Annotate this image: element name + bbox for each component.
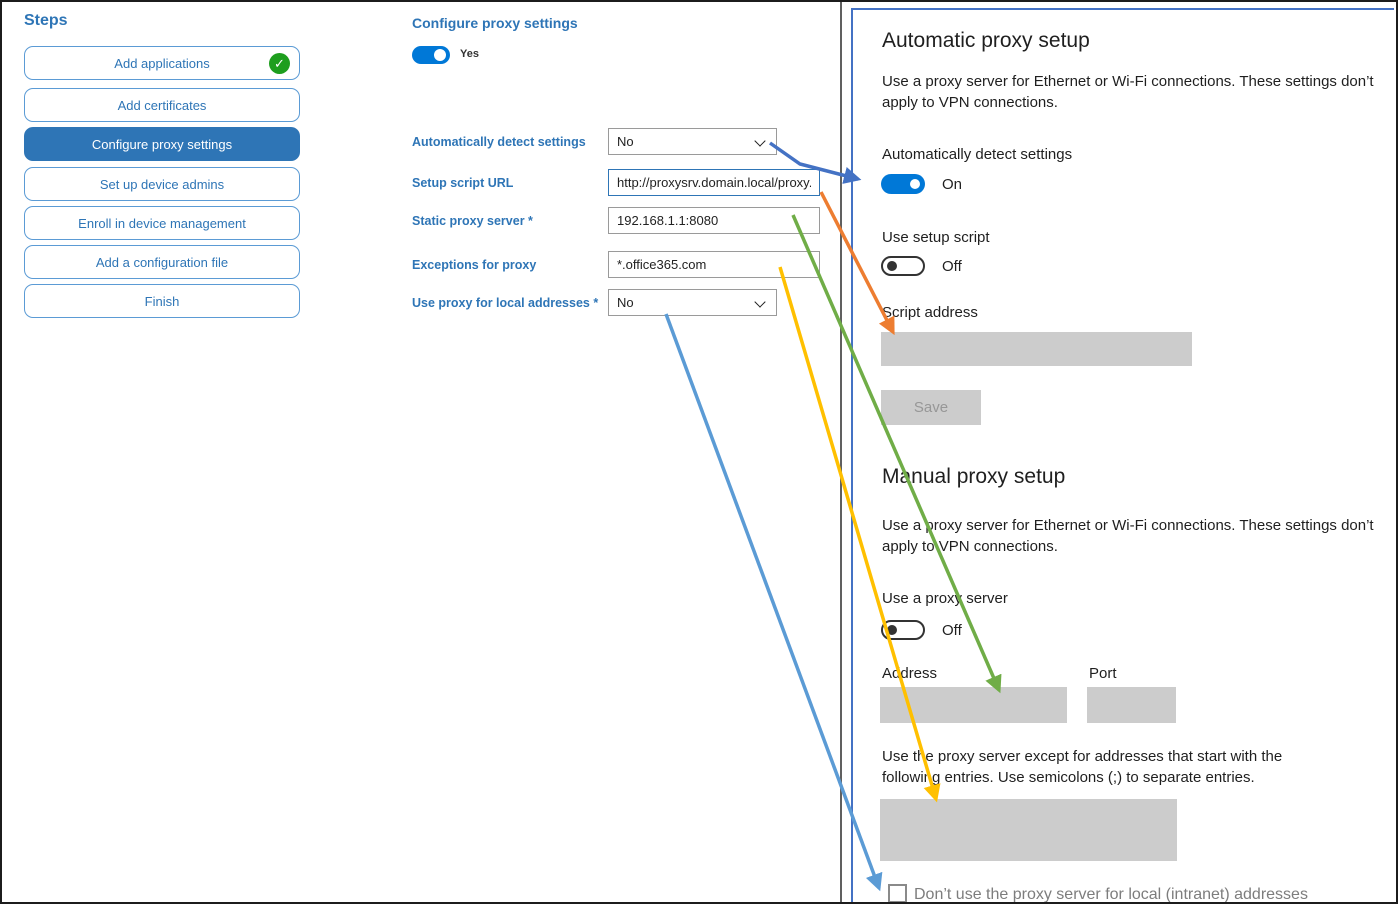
field-label-automatically-detect-settings: Automatically detect settings [412,135,586,149]
field-label-use-proxy-for-local-addresses: Use proxy for local addresses * [412,296,599,310]
chevron-down-icon [754,296,766,308]
sidebar-item-set-up-device-admins[interactable]: Set up device admins [24,167,300,201]
sidebar-item-add-certificates[interactable]: Add certificates [24,88,300,122]
steps-title: Steps [24,12,68,29]
toggle-knob [887,261,897,271]
use-proxy-for-local-addresses-select[interactable]: No [608,289,777,316]
configure-proxy-toggle[interactable] [412,46,450,64]
step-label: Add certificates [117,97,207,113]
port-label: Port [1089,665,1117,682]
manual-proxy-setup-heading: Manual proxy setup [882,465,1066,488]
proxy-toggle-state: Off [942,622,962,639]
manual-proxy-description: Use a proxy server for Ethernet or Wi-Fi… [882,517,1374,555]
page-title: Configure proxy settings [412,15,578,31]
local-addresses-checkbox[interactable] [888,884,907,902]
sidebar-item-enroll-in-device-management[interactable]: Enroll in device management [24,206,300,240]
use-a-proxy-server-label: Use a proxy server [882,590,1008,607]
toggle-knob [434,49,446,61]
exceptions-for-proxy-input[interactable] [608,251,820,278]
chevron-down-icon [754,135,766,147]
use-a-proxy-server-toggle[interactable] [881,620,925,640]
proxy-address-input[interactable] [880,687,1067,723]
proxy-exceptions-textarea[interactable] [880,799,1177,861]
sidebar-item-finish[interactable]: Finish [24,284,300,318]
script-toggle-state: Off [942,258,962,275]
proxy-port-input[interactable] [1087,687,1176,723]
script-address-input[interactable] [881,332,1192,366]
use-setup-script-toggle[interactable] [881,256,925,276]
sidebar-item-add-applications[interactable]: Add applications ✓ [24,46,300,80]
script-address-label: Script address [882,304,978,321]
detect-toggle-state: On [942,176,963,193]
setup-script-url-input[interactable] [608,169,820,196]
field-label-static-proxy-server: Static proxy server * [412,214,533,228]
sidebar-item-configure-proxy-settings[interactable]: Configure proxy settings [24,127,300,161]
vertical-divider [840,2,842,902]
automatically-detect-settings-select[interactable]: No [608,128,777,155]
field-label-setup-script-url: Setup script URL [412,176,514,190]
step-label: Add applications [114,55,210,71]
step-label: Finish [144,293,180,309]
address-label: Address [882,665,938,682]
windows-proxy-settings-panel: Automatic proxy setup Use a proxy server… [851,8,1394,902]
automatically-detect-settings-toggle[interactable] [881,174,925,194]
step-label: Configure proxy settings [91,136,233,152]
toggle-knob [887,625,897,635]
use-setup-script-label: Use setup script [882,229,990,246]
step-label: Enroll in device management [78,215,246,231]
sidebar-item-add-a-configuration-file[interactable]: Add a configuration file [24,245,300,279]
toggle-knob [910,179,920,189]
save-button[interactable]: Save [881,390,981,425]
configure-proxy-toggle-state: Yes [460,48,479,60]
local-addresses-checkbox-label: Don’t use the proxy server for local (in… [914,886,1308,903]
arrow-local-addresses [664,313,883,892]
automatic-proxy-description: Use a proxy server for Ethernet or Wi-Fi… [882,73,1374,111]
selected-value: No [617,295,634,310]
step-label: Add a configuration file [95,254,229,270]
field-label-exceptions-for-proxy: Exceptions for proxy [412,258,537,272]
static-proxy-server-input[interactable] [608,207,820,234]
automatic-proxy-setup-heading: Automatic proxy setup [882,29,1090,52]
step-label: Set up device admins [99,176,225,192]
automatically-detect-settings-label: Automatically detect settings [882,146,1073,163]
proxy-exceptions-description: Use the proxy server except for addresse… [882,748,1283,786]
selected-value: No [617,134,634,149]
check-icon: ✓ [269,53,290,74]
